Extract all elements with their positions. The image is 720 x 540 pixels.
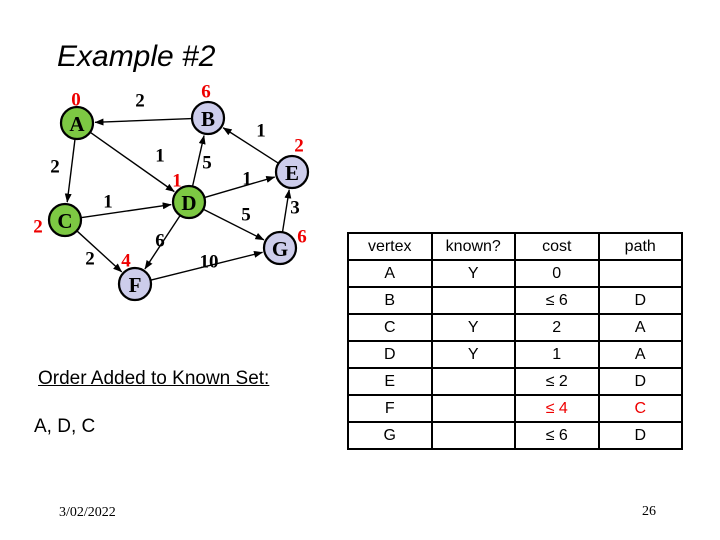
node-label-E: E bbox=[285, 161, 299, 185]
node-distance-C: 2 bbox=[33, 217, 43, 238]
node-distance-A: 0 bbox=[71, 90, 81, 111]
node-distance-G: 6 bbox=[297, 227, 307, 248]
edge-E-B bbox=[222, 127, 279, 164]
edge-weight-A-C: 2 bbox=[50, 157, 60, 178]
edge-weight-A-D: 1 bbox=[155, 146, 165, 167]
page-title: Example #2 bbox=[57, 40, 216, 73]
edge-A-D bbox=[89, 131, 175, 193]
cell-cost: ≤ 2 bbox=[514, 367, 600, 396]
node-distance-B: 6 bbox=[201, 82, 211, 103]
node-label-F: F bbox=[129, 273, 142, 297]
node-label-A: A bbox=[69, 112, 85, 136]
cell-vertex: F bbox=[347, 394, 433, 423]
cell-cost: ≤ 6 bbox=[514, 286, 600, 315]
node-label-C: C bbox=[57, 209, 72, 233]
node-distance-D: 1 bbox=[172, 171, 182, 192]
graph-node-F bbox=[117, 266, 153, 302]
graph-node-C bbox=[47, 202, 83, 238]
edge-D-B bbox=[191, 135, 206, 187]
graph-node-G bbox=[262, 230, 298, 266]
cell-known: Y bbox=[430, 313, 516, 342]
graph-node-B bbox=[190, 100, 226, 136]
cell-vertex: A bbox=[347, 259, 433, 288]
edge-weight-F-G: 10 bbox=[200, 252, 219, 273]
edge-weight-E-B: 1 bbox=[256, 121, 266, 142]
cell-path: A bbox=[597, 313, 683, 342]
edge-F-G bbox=[150, 250, 264, 281]
cell-cost: 0 bbox=[514, 259, 600, 288]
edge-weight-D-E: 1 bbox=[242, 169, 252, 190]
column-header: known? bbox=[430, 232, 516, 261]
cell-vertex: D bbox=[347, 340, 433, 369]
edge-D-G bbox=[202, 208, 265, 241]
edge-C-D bbox=[80, 202, 172, 219]
edge-B-A bbox=[94, 117, 193, 126]
node-distance-E: 2 bbox=[294, 136, 304, 157]
edge-A-C bbox=[64, 138, 76, 203]
column-header: vertex bbox=[347, 232, 433, 261]
edge-weight-D-G: 5 bbox=[241, 205, 251, 226]
cell-known bbox=[430, 367, 516, 396]
edge-C-F bbox=[76, 230, 123, 273]
edge-weight-D-F: 6 bbox=[155, 231, 165, 252]
node-label-B: B bbox=[201, 107, 215, 131]
order-added-value: A, D, C bbox=[34, 416, 96, 437]
node-label-D: D bbox=[181, 191, 196, 215]
cell-vertex: E bbox=[347, 367, 433, 396]
edge-G-E bbox=[281, 189, 292, 233]
graph-node-E bbox=[274, 154, 310, 190]
cell-known: Y bbox=[430, 259, 516, 288]
cell-cost: 1 bbox=[514, 340, 600, 369]
page-number: 26 bbox=[642, 504, 656, 519]
edge-weight-C-F: 2 bbox=[85, 249, 95, 270]
cell-path: A bbox=[597, 340, 683, 369]
cell-known bbox=[430, 421, 516, 450]
node-label-G: G bbox=[272, 237, 288, 261]
cell-cost: ≤ 4 bbox=[514, 394, 600, 423]
edge-D-E bbox=[204, 176, 276, 199]
cell-vertex: B bbox=[347, 286, 433, 315]
cell-vertex: G bbox=[347, 421, 433, 450]
column-header: cost bbox=[514, 232, 600, 261]
cell-path: D bbox=[597, 367, 683, 396]
edge-D-F bbox=[144, 214, 181, 270]
edge-weight-C-D: 1 bbox=[103, 192, 113, 213]
cell-known bbox=[430, 286, 516, 315]
cell-path: D bbox=[597, 286, 683, 315]
graph-node-A bbox=[59, 105, 95, 141]
edge-weight-D-B: 5 bbox=[202, 153, 212, 174]
node-distance-F: 4 bbox=[121, 251, 131, 272]
cell-path: D bbox=[597, 421, 683, 450]
graph-node-D bbox=[171, 184, 207, 220]
column-header: path bbox=[597, 232, 683, 261]
cell-vertex: C bbox=[347, 313, 433, 342]
cell-cost: 2 bbox=[514, 313, 600, 342]
edge-weight-G-E: 3 bbox=[290, 198, 300, 219]
cell-cost: ≤ 6 bbox=[514, 421, 600, 450]
cell-path bbox=[597, 259, 683, 288]
cell-known: Y bbox=[430, 340, 516, 369]
cell-path: C bbox=[597, 394, 683, 423]
cell-known bbox=[430, 394, 516, 423]
footer-date: 3/02/2022 bbox=[59, 505, 116, 520]
edge-weight-B-A: 2 bbox=[135, 91, 145, 112]
order-added-label: Order Added to Known Set: bbox=[38, 368, 270, 389]
